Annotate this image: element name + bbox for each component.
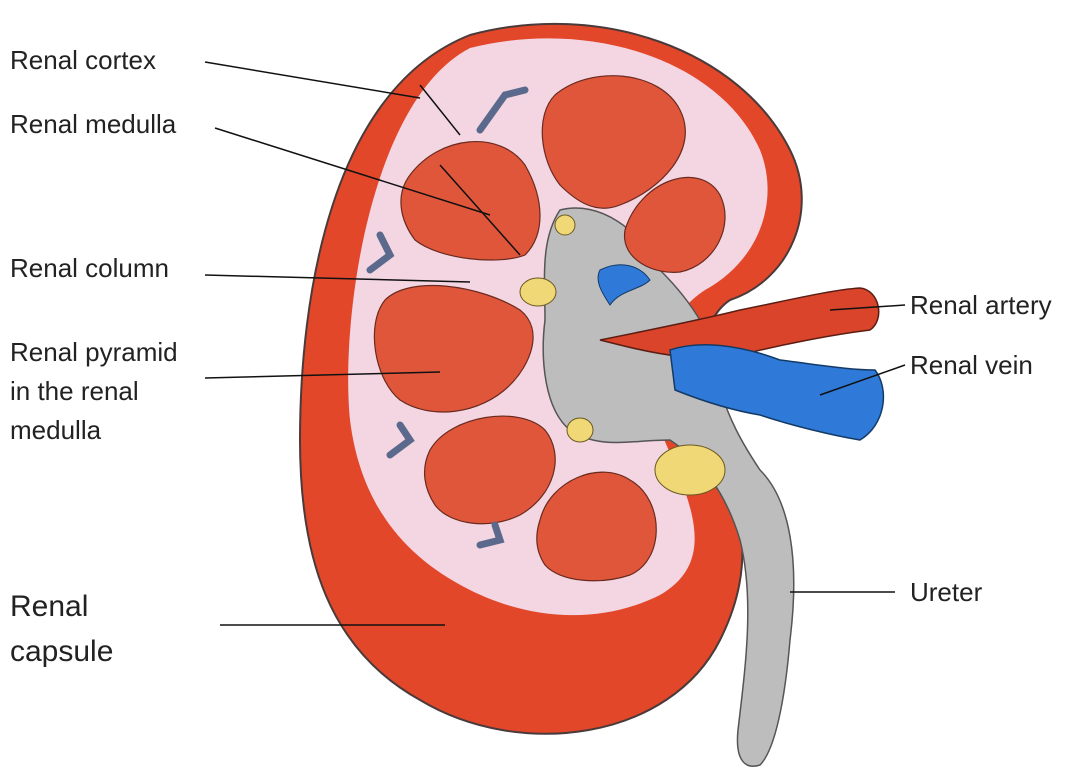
label-renal-cortex: Renal cortex [10,44,156,76]
fat-1 [520,278,556,306]
fat-2 [567,418,593,442]
label-renal-pyramid-line2: in the renal [10,375,139,407]
label-renal-pyramid-line1: Renal pyramid [10,336,178,368]
label-renal-pyramid-line3: medulla [10,414,101,446]
leader-renal-cortex [205,62,420,98]
label-renal-vein: Renal vein [910,349,1033,381]
fat-4 [655,445,725,495]
label-renal-capsule-line2: capsule [10,630,113,674]
label-renal-medulla: Renal medulla [10,108,176,140]
label-ureter: Ureter [910,576,982,608]
fat-3 [555,215,575,235]
label-renal-column: Renal column [10,252,169,284]
label-renal-artery: Renal artery [910,289,1052,321]
label-renal-capsule-line1: Renal [10,585,88,629]
